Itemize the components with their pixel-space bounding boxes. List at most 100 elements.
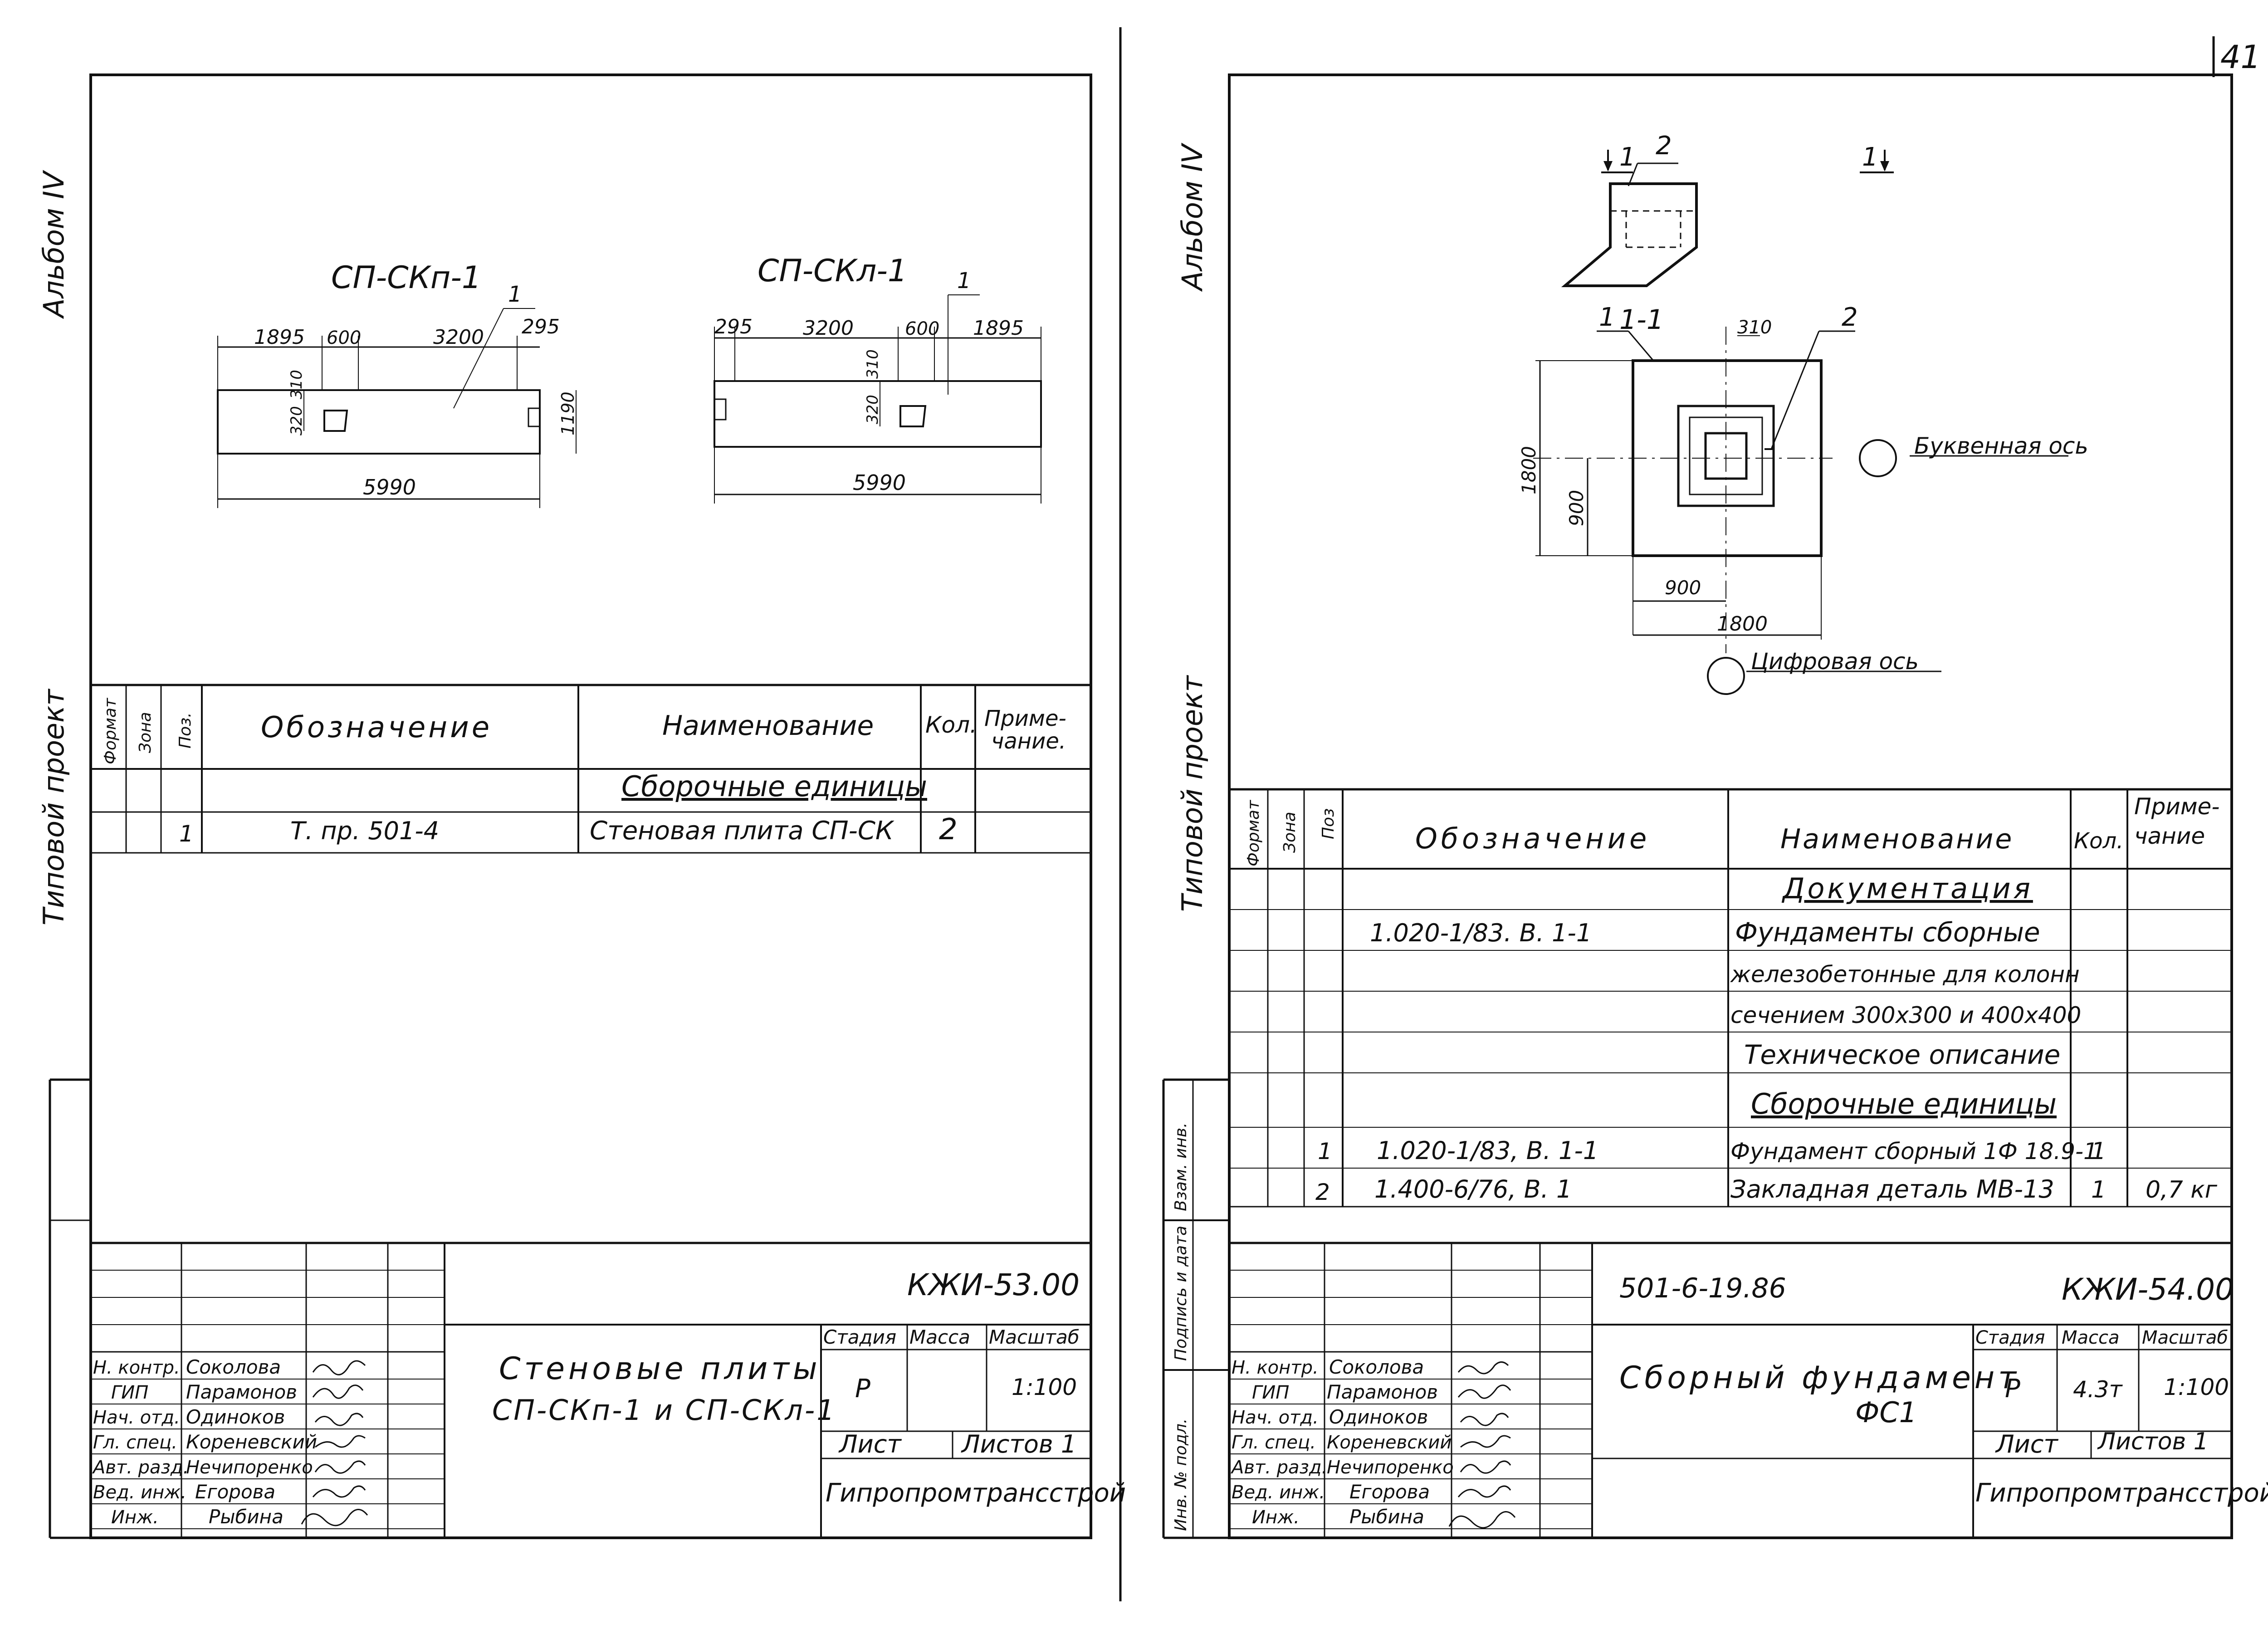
d1-dim-600: 600 [327, 328, 361, 348]
right-signatures [1448, 1361, 1516, 1529]
right-binding-column: Взам. инв. Подпись и дата Инв. № подл. [1162, 1078, 1229, 1539]
section-mark-left: 1 [1619, 142, 1636, 172]
axis-digit-bubble [1707, 657, 1745, 695]
r-name-3: Кореневский [1327, 1432, 1452, 1453]
l-sheets: Листов 1 [961, 1430, 1076, 1458]
foundation-drawing: 2 1-1 1 1 310 1800 [1518, 131, 2088, 695]
binding-vzam: Взам. инв. [1172, 1122, 1190, 1211]
l-stamp-title-1: Стеновые плиты [499, 1351, 821, 1387]
r-sheets: Листов 1 [2097, 1428, 2209, 1455]
l-section-assemblies: Сборочные единицы [621, 770, 927, 803]
l-role-1: ГИП [111, 1382, 148, 1403]
l-row1-pos: 1 [179, 821, 194, 847]
r-name-6: Рыбина [1349, 1506, 1424, 1528]
r-mass: 4.3т [2073, 1376, 2123, 1403]
d2-dim-310: 310 [864, 349, 882, 379]
d2-dim-320: 320 [864, 395, 882, 424]
plan-dim-310: 310 [1737, 317, 1772, 338]
r-row1-qty: 1 [2091, 1138, 2106, 1165]
r-hdr-stage: Стадия [1975, 1327, 2045, 1348]
r-doc-name-1: Фундаменты сборные [1735, 917, 2040, 948]
l-hdr-name: Наименование [662, 710, 874, 742]
plan-leader-1: 1 [1599, 303, 1615, 332]
r-scale: 1:100 [2164, 1374, 2229, 1400]
left-title-block: КЖИ-53.00 Стеновые плиты СП-СКп-1 и СП-С… [91, 1242, 1126, 1538]
l-name-6: Рыбина [209, 1506, 284, 1528]
r-hdr-pos: Поз [1319, 808, 1338, 839]
l-name-1: Парамонов [186, 1381, 297, 1403]
l-name-4: Нечипоренко [186, 1457, 313, 1478]
r-name-2: Одиноков [1329, 1406, 1428, 1428]
r-hdr-qty: Кол. [2074, 828, 2123, 854]
right-project-label: Типовой проект [1176, 675, 1209, 912]
r-role-2: Нач. отд. [1232, 1407, 1319, 1428]
d2-dim-1895: 1895 [973, 317, 1024, 340]
r-role-5: Вед. инж. [1232, 1482, 1325, 1503]
l-hdr-scale: Масштаб [989, 1326, 1080, 1348]
d1-dim-310: 310 [288, 370, 306, 399]
left-project-label: Типовой проект [37, 688, 70, 925]
r-doc-designation: 1.020-1/83. В. 1-1 [1370, 919, 1592, 947]
r-hdr-note: Приме- [2134, 793, 2219, 820]
d1-dim-1895: 1895 [254, 326, 305, 349]
left-drawing-2: СП-СКл-1 295 3200 600 1895 310 320 5990 … [714, 253, 1042, 504]
l-stamp-code: КЖИ-53.00 [907, 1267, 1080, 1302]
right-sheet: Альбом IV Типовой проект Взам. инв. Подп… [1162, 73, 2268, 1539]
r-row2-designation: 1.400-6/76, В. 1 [1374, 1175, 1572, 1203]
l-hdr-designation: Обозначение [261, 711, 492, 744]
r-name-0: Соколова [1329, 1356, 1424, 1378]
d1-dim-3200: 3200 [433, 326, 484, 349]
d1-dim-320: 320 [288, 406, 306, 435]
right-title-block: 501-6-19.86 КЖИ-54.00 Сборный фундамент … [1229, 1242, 2268, 1538]
r-hdr-mass: Масса [2062, 1327, 2120, 1348]
r-section-docs: Документация [1781, 872, 2033, 905]
r-stamp-project: 501-6-19.86 [1619, 1272, 1786, 1304]
drawing1-title: СП-СКп-1 [331, 260, 481, 296]
r-sheet: Лист [1995, 1430, 2058, 1458]
r-role-3: Гл. спец. [1232, 1432, 1316, 1453]
l-name-0: Соколова [186, 1356, 281, 1378]
axis-letter-label: Буквенная ось [1914, 433, 2088, 459]
r-name-4: Нечипоренко [1327, 1457, 1454, 1478]
l-role-0: Н. контр. [93, 1357, 180, 1378]
l-row1-name: Стеновая плита СП-СК [590, 816, 894, 846]
l-row1-qty: 2 [939, 813, 958, 846]
r-stamp-code: КЖИ-54.00 [2062, 1272, 2234, 1307]
r-doc-name-4: Техническое описание [1744, 1039, 2060, 1070]
l-scale: 1:100 [1012, 1374, 1077, 1400]
r-stamp-title-1: Сборный фундамент [1619, 1360, 2020, 1396]
d1-dim-1190: 1190 [558, 391, 578, 435]
r-role-1: ГИП [1252, 1382, 1289, 1403]
r-role-6: Инж. [1252, 1507, 1300, 1528]
r-row1-name: Фундамент сборный 1Ф 18.9-1 [1730, 1138, 2098, 1164]
d2-dim-295: 295 [714, 315, 753, 338]
r-section-assemblies: Сборочные единицы [1751, 1087, 2057, 1120]
l-name-5: Егорова [195, 1481, 275, 1503]
axis-digit-label: Цифровая ось [1751, 648, 1919, 675]
axis-letter-bubble [1859, 439, 1897, 477]
d2-dim-600: 600 [905, 318, 939, 339]
r-row1-pos: 1 [1318, 1138, 1332, 1164]
left-frame [89, 73, 1092, 1539]
d1-leader: 1 [508, 282, 522, 307]
plan-dim-1800-v: 1800 [1518, 446, 1540, 494]
d1-dim-5990: 5990 [363, 475, 416, 499]
r-row2-qty: 1 [2091, 1176, 2106, 1203]
r-hdr-zone: Зона [1281, 812, 1299, 853]
binding-inv: Инв. № подл. [1172, 1419, 1190, 1531]
page-number-box: 41 [2212, 36, 2261, 77]
l-hdr-stage: Стадия [823, 1326, 896, 1348]
elev-leader-2: 2 [1656, 131, 1672, 161]
l-hdr-qty: Кол. [925, 712, 977, 738]
r-stamp-title-2: ФС1 [1855, 1396, 1917, 1429]
l-role-5: Вед. инж. [93, 1482, 186, 1503]
l-hdr-format: Формат [101, 698, 120, 764]
plan-dim-900-v: 900 [1565, 490, 1588, 526]
l-role-3: Гл. спец. [93, 1432, 177, 1453]
l-hdr-note: Приме- [984, 706, 1066, 731]
left-drawing-1: СП-СКп-1 1895 600 3200 295 310 320 1190 … [217, 260, 578, 508]
d2-dim-3200: 3200 [803, 317, 854, 340]
l-hdr-note-2: чание. [991, 729, 1066, 754]
l-hdr-mass: Масса [909, 1326, 970, 1348]
